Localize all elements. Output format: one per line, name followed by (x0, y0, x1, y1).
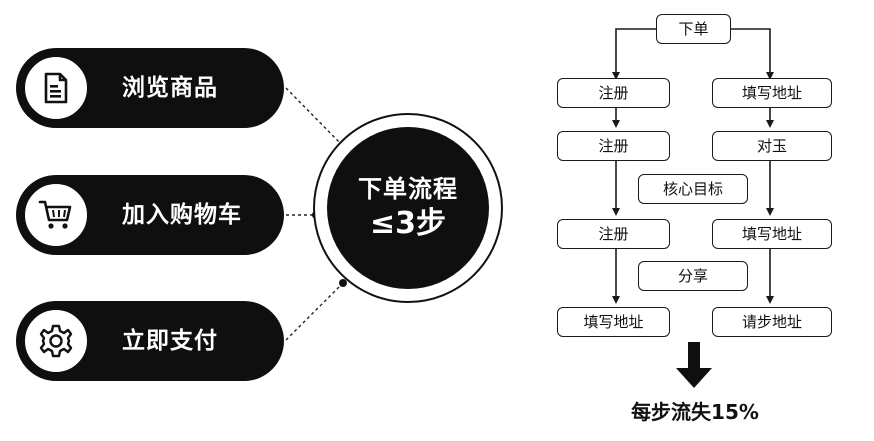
flow-box-right-1: 填写地址 (712, 78, 832, 108)
flow-box-right-2: 对玉 (712, 131, 832, 161)
badge-steps: ≤3步 (369, 206, 446, 241)
flow-arrow-top-right (731, 28, 774, 80)
step-add-to-cart-label: 加入购物车 (122, 202, 242, 228)
flow-box-left-2: 注册 (557, 131, 670, 161)
document-icon (22, 54, 90, 122)
flow-arrow-top-left (612, 28, 656, 80)
flow-box-left-3: 注册 (557, 219, 670, 249)
connector-pay (285, 282, 344, 341)
step-pay-label: 立即支付 (122, 328, 218, 354)
connector-dot-pay (339, 279, 347, 287)
shopping-cart-icon (22, 181, 90, 249)
conclusion-text: 每步流失15% (631, 400, 759, 424)
big-down-arrow-icon (676, 342, 712, 388)
flow-box-left-1: 注册 (557, 78, 670, 108)
flow-box-right-4: 请步地址 (712, 307, 832, 337)
connector-browse (285, 87, 344, 147)
step-browse: 浏览商品 (16, 48, 284, 128)
step-browse-label: 浏览商品 (122, 75, 218, 101)
flow-summary-badge: 下单流程 ≤3步 (313, 113, 503, 303)
flow-summary-badge-inner: 下单流程 ≤3步 (327, 127, 489, 289)
step-pay: 立即支付 (16, 301, 284, 381)
flow-box-share: 分享 (638, 261, 748, 291)
flow-box-core-goal: 核心目标 (638, 174, 748, 204)
flow-box-left-4: 填写地址 (557, 307, 670, 337)
flow-box-right-3: 填写地址 (712, 219, 832, 249)
gear-icon (22, 307, 90, 375)
badge-title: 下单流程 (358, 175, 458, 203)
step-add-to-cart: 加入购物车 (16, 175, 284, 255)
flow-box-order: 下单 (656, 14, 731, 44)
